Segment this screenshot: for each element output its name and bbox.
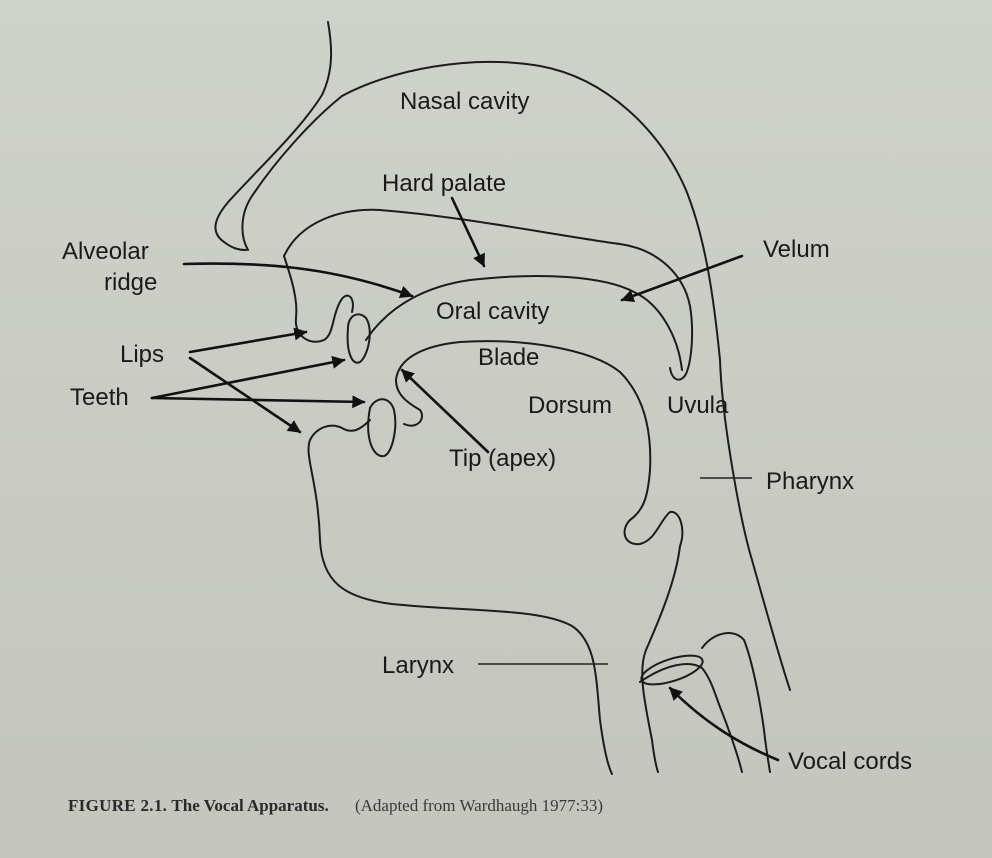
label-ridge: ridge (104, 269, 157, 296)
teeth-arrow-upper (152, 360, 344, 398)
alveolar-ridge-arrow (184, 264, 412, 296)
figure-caption: FIGURE 2.1. The Vocal Apparatus. (Adapte… (68, 796, 603, 816)
label-tip: Tip (apex) (449, 445, 556, 472)
velum-arrow (622, 256, 742, 300)
label-lips: Lips (120, 341, 164, 368)
label-pharynx: Pharynx (766, 468, 854, 495)
label-larynx: Larynx (382, 652, 454, 679)
tongue-surface (396, 341, 682, 546)
leaders (152, 198, 778, 760)
lips-arrow-upper (190, 332, 306, 352)
caption-title: The Vocal Apparatus. (171, 796, 328, 815)
teeth-arrow-lower (152, 398, 364, 402)
label-velum: Velum (763, 236, 830, 263)
label-vocal-cords: Vocal cords (788, 748, 912, 775)
nasal-inner-line (242, 96, 342, 250)
vocal-cords-arrow (670, 688, 778, 760)
label-dorsum: Dorsum (528, 392, 612, 419)
lips-arrow-lower (190, 358, 300, 432)
caption-number: FIGURE 2.1. (68, 796, 167, 815)
label-hard-palate: Hard palate (382, 170, 506, 197)
hard-palate-arrow (452, 198, 484, 266)
lower-tooth (368, 399, 395, 456)
vocal-cords-shape (638, 650, 706, 691)
tip-arrow (402, 370, 488, 452)
label-uvula: Uvula (667, 392, 729, 419)
caption-source: (Adapted from Wardhaugh 1977:33) (355, 796, 603, 815)
label-blade: Blade (478, 344, 539, 371)
label-oral-cavity: Oral cavity (436, 298, 549, 325)
nose-profile (215, 22, 331, 250)
label-nasal-cavity: Nasal cavity (400, 88, 529, 115)
label-alveolar: Alveolar (62, 238, 149, 265)
lower-lip-chin (309, 420, 612, 774)
pharynx-inner-wall (642, 546, 680, 772)
label-teeth: Teeth (70, 384, 129, 411)
